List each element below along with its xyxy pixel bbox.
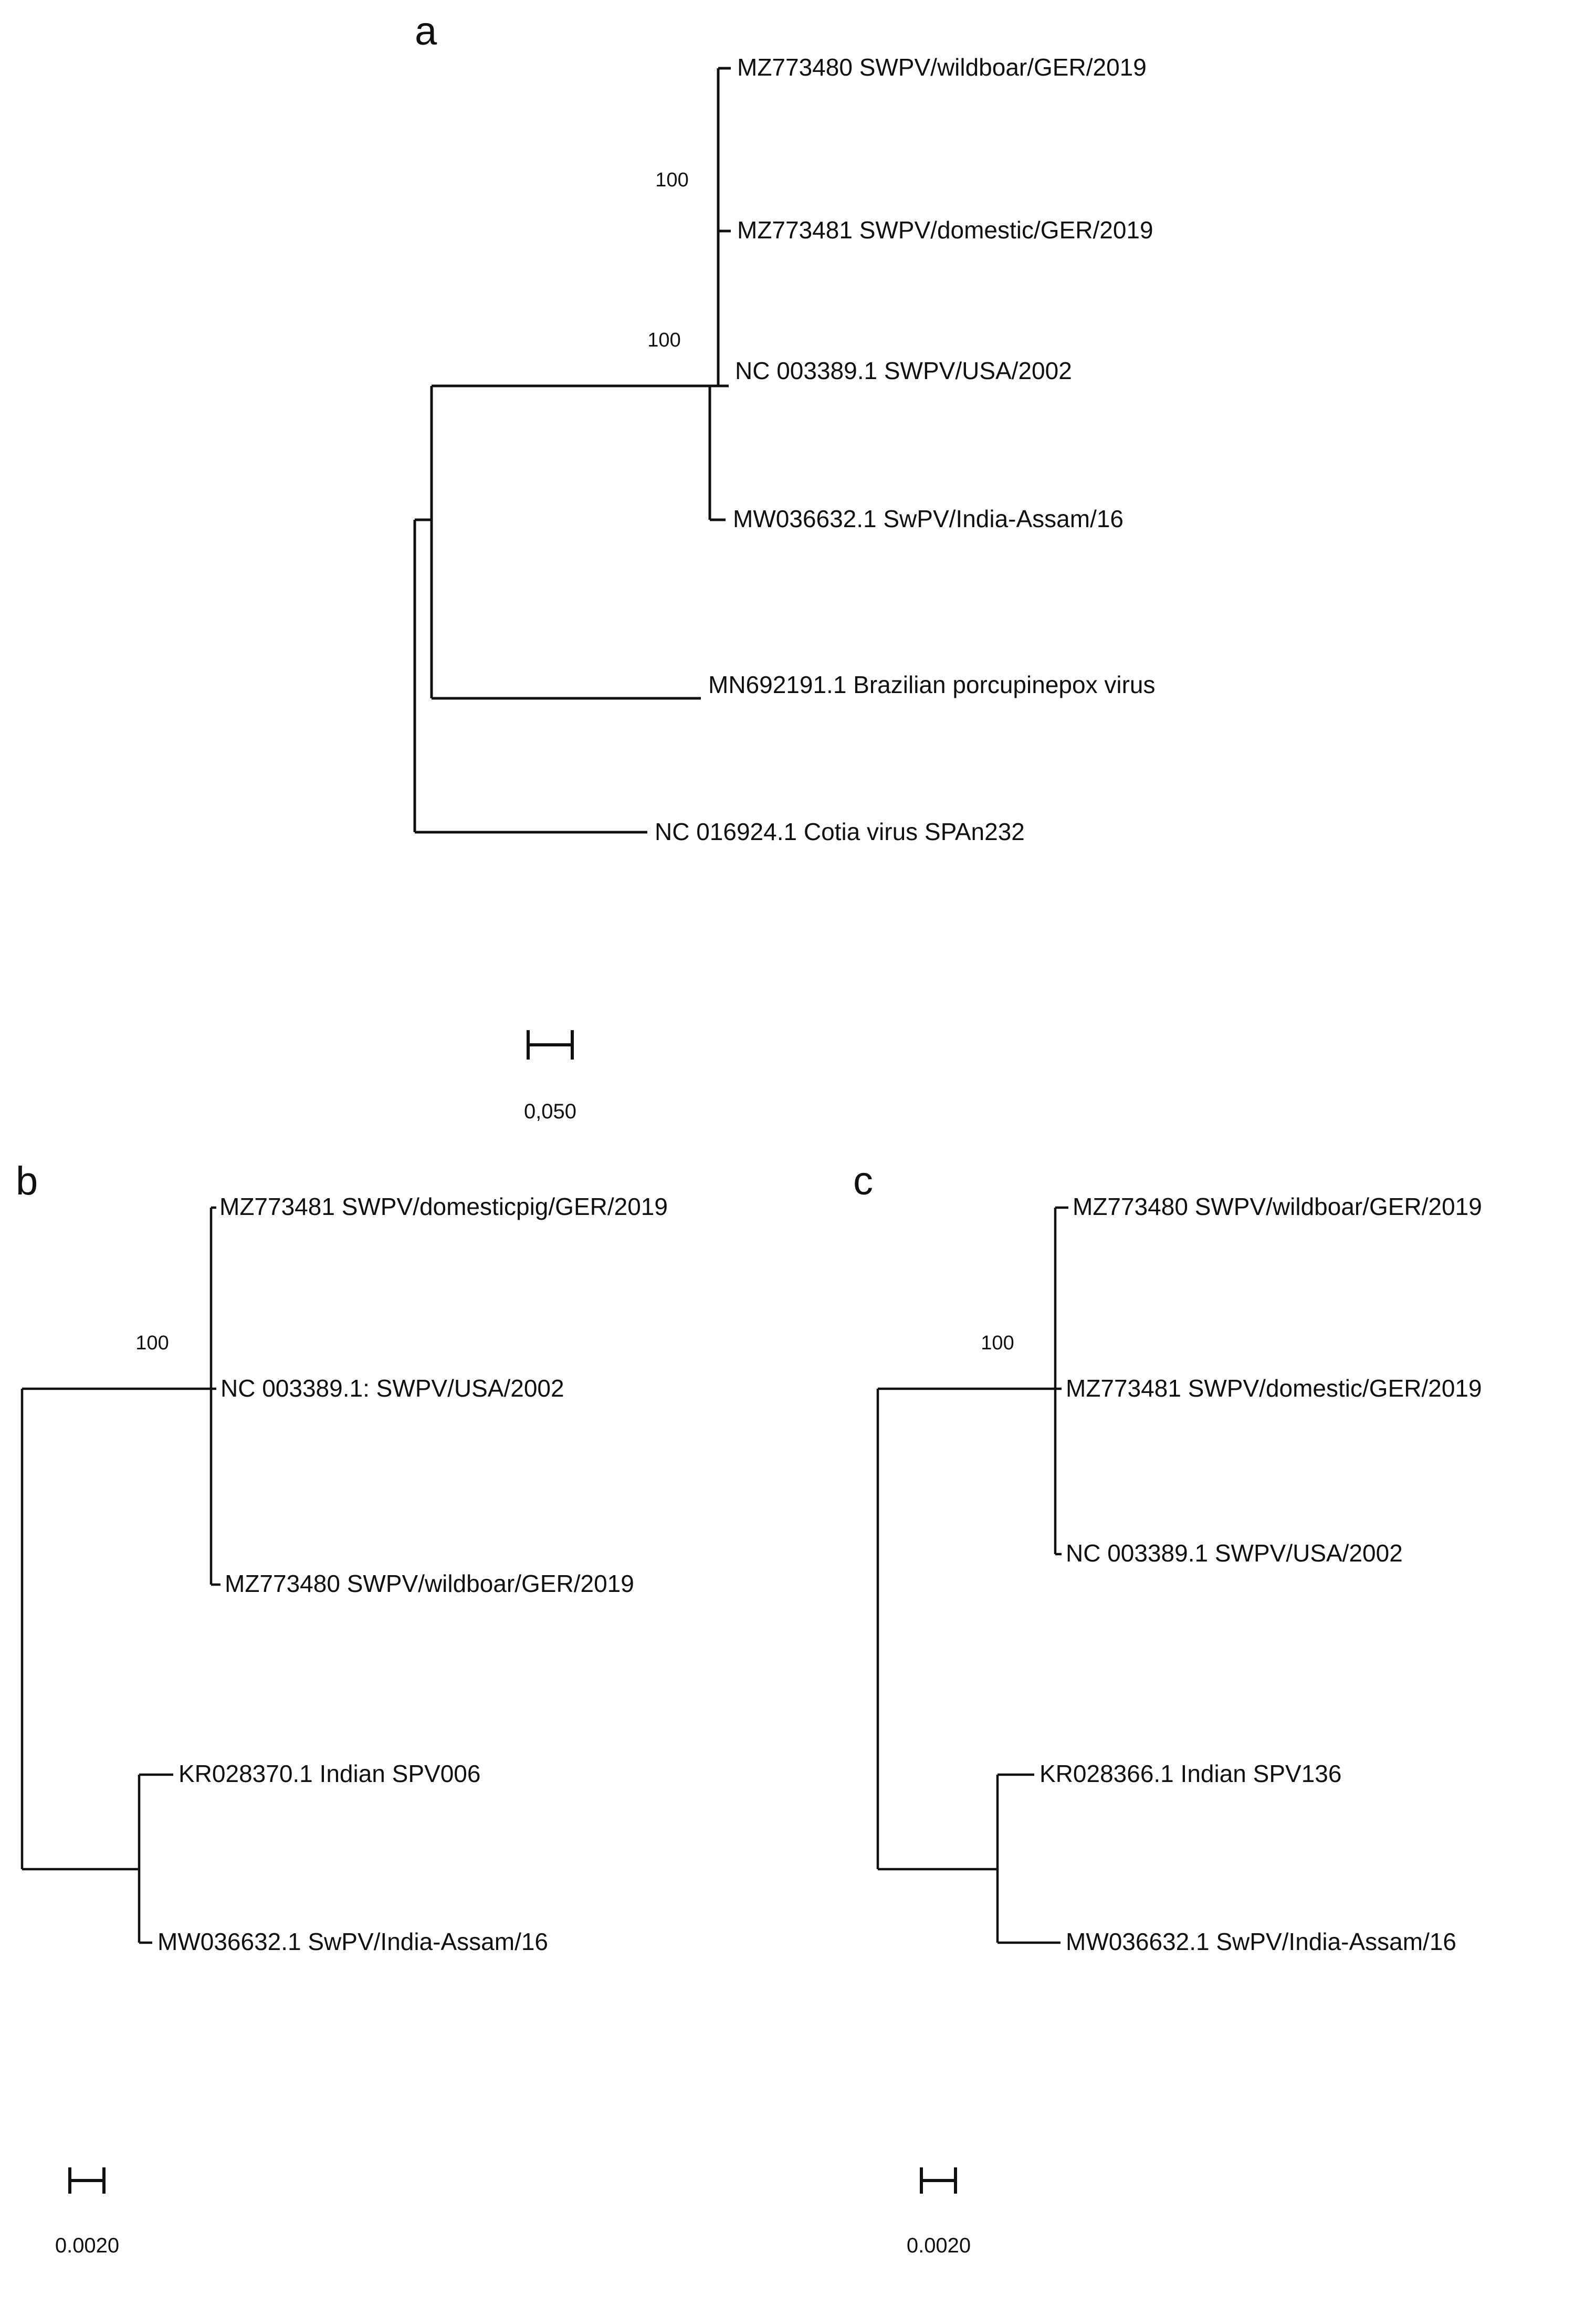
panel-a-taxon-4: MN692191.1 Brazilian porcupinepox virus [708, 671, 1155, 698]
panel-a-scale-bar: 0,050 [524, 1030, 576, 1123]
panel-c-taxon-1: MZ773481 SWPV/domestic/GER/2019 [1066, 1375, 1482, 1402]
panel-b-scale-label: 0.0020 [55, 2234, 119, 2257]
panel-a-letter: a [415, 9, 437, 54]
panel-c-scale-label: 0.0020 [907, 2234, 971, 2257]
panel-b-taxon-4: MW036632.1 SwPV/India-Assam/16 [158, 1928, 548, 1955]
panel-c-bootstrap-0: 100 [981, 1332, 1014, 1354]
panel-a: a 100 100 [413, 9, 1155, 1123]
panel-b: b 100 MZ773481 SWPV/domesticpig/GER/2019 [16, 1159, 668, 2257]
panel-c: c 100 MZ773480 SWPV/wildboar/GER/2019 M [853, 1159, 1482, 2257]
panel-c-taxon-3: KR028366.1 Indian SPV136 [1040, 1760, 1341, 1787]
panel-b-taxon-1: NC 003389.1: SWPV/USA/2002 [220, 1375, 564, 1402]
panel-a-taxon-0: MZ773480 SWPV/wildboar/GER/2019 [737, 54, 1147, 81]
panel-a-taxon-2: NC 003389.1 SWPV/USA/2002 [735, 357, 1072, 384]
panel-c-taxon-4: MW036632.1 SwPV/India-Assam/16 [1066, 1928, 1456, 1955]
panel-c-letter: c [853, 1159, 873, 1203]
panel-b-bootstrap-0: 100 [135, 1332, 169, 1354]
panel-b-taxon-0: MZ773481 SWPV/domesticpig/GER/2019 [219, 1193, 668, 1220]
panel-a-taxon-3: MW036632.1 SwPV/India-Assam/16 [733, 505, 1124, 532]
panel-a-taxon-5: NC 016924.1 Cotia virus SPAn232 [655, 818, 1025, 845]
panel-b-taxon-3: KR028370.1 Indian SPV006 [178, 1760, 480, 1787]
panel-b-scale-bar: 0.0020 [55, 2167, 119, 2257]
panel-c-scale-bar: 0.0020 [907, 2167, 971, 2257]
panel-a-bootstrap-1: 100 [647, 329, 680, 351]
panel-a-scale-label: 0,050 [524, 1100, 576, 1123]
panel-b-letter: b [16, 1159, 38, 1203]
panel-c-taxon-0: MZ773480 SWPV/wildboar/GER/2019 [1073, 1193, 1482, 1220]
panel-a-bootstrap-0: 100 [655, 169, 688, 191]
panel-b-taxon-2: MZ773480 SWPV/wildboar/GER/2019 [225, 1570, 634, 1597]
panel-c-taxon-2: NC 003389.1 SWPV/USA/2002 [1066, 1539, 1403, 1567]
panel-a-taxon-1: MZ773481 SWPV/domestic/GER/2019 [737, 216, 1153, 244]
